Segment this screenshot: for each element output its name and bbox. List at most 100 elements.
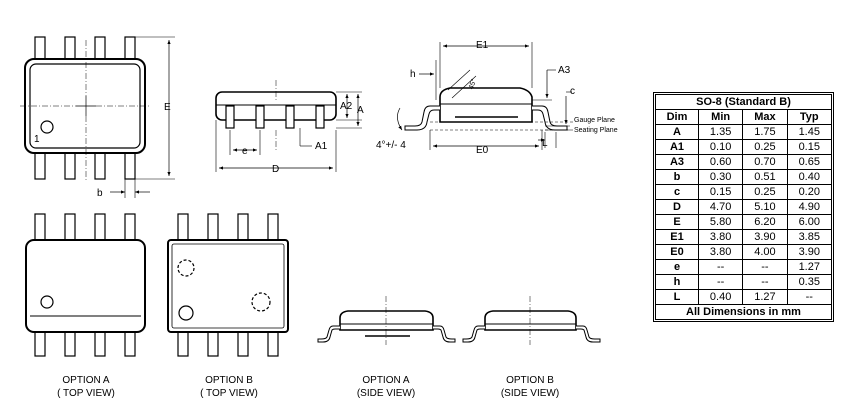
table-cell-dim: e xyxy=(655,259,699,275)
table-cell-value: 3.90 xyxy=(742,229,788,245)
table-cell-dim: h xyxy=(655,274,699,290)
caption-option-b-side-sub: (SIDE VIEW) xyxy=(501,388,559,399)
table-cell-value: 0.51 xyxy=(742,169,788,185)
caption-option-a-side: OPTION A xyxy=(362,375,410,386)
dim-label-A1: A1 xyxy=(315,141,328,152)
table-cell-value: 0.15 xyxy=(697,184,744,200)
table-row: e----1.27 xyxy=(655,259,833,275)
table-cell-value: 3.80 xyxy=(697,244,744,260)
option-a-top-view xyxy=(25,213,146,357)
table-cell-value: 1.75 xyxy=(742,124,788,140)
caption-option-a-top: OPTION A xyxy=(62,375,110,386)
table-cell-value: 1.45 xyxy=(786,124,833,140)
table-cell-dim: D xyxy=(655,199,699,215)
table-cell-value: 4.00 xyxy=(742,244,788,260)
table-header-row: Dim Min Max Typ xyxy=(655,109,833,125)
table-cell-value: 1.35 xyxy=(697,124,744,140)
table-cell-dim: A xyxy=(655,124,699,140)
caption-option-b-side: OPTION B xyxy=(506,375,554,386)
dim-label-A: A xyxy=(357,105,364,116)
table-cell-value: 4.90 xyxy=(786,199,833,215)
table-cell-value: 0.40 xyxy=(786,169,833,185)
caption-option-b-top-sub: ( TOP VIEW) xyxy=(200,388,258,399)
option-b-side-view xyxy=(462,296,601,345)
dim-label-E0: E0 xyxy=(476,145,489,156)
option-a-side-view xyxy=(317,296,456,345)
dim-label-A2: A2 xyxy=(340,101,353,112)
table-cell-value: 0.70 xyxy=(742,154,788,170)
table-cell-value: 0.40 xyxy=(697,289,744,305)
table-cell-value: 0.20 xyxy=(786,184,833,200)
pin1-label: 1 xyxy=(34,134,40,145)
caption-option-b-top: OPTION B xyxy=(205,375,253,386)
dim-label-e: e xyxy=(242,146,248,157)
dim-label-A3: A3 xyxy=(558,65,571,76)
table-cell-value: 0.10 xyxy=(697,139,744,155)
table-title-row: SO-8 (Standard B) xyxy=(655,94,832,110)
table-cell-value: 0.30 xyxy=(697,169,744,185)
dim-label-E1: E1 xyxy=(476,40,489,51)
angle-label: 4°+/- 4 xyxy=(376,140,406,151)
col-header-dim: Dim xyxy=(655,109,699,125)
table-row: h----0.35 xyxy=(655,274,833,290)
caption-option-a-top-sub: ( TOP VIEW) xyxy=(57,388,115,399)
table-cell-value: -- xyxy=(697,274,744,290)
side-view-length xyxy=(215,80,362,172)
caption-option-a-side-sub: (SIDE VIEW) xyxy=(357,388,415,399)
dim-label-c: c xyxy=(570,86,575,97)
table-cell-dim: A3 xyxy=(655,154,699,170)
table-cell-value: -- xyxy=(742,274,788,290)
col-header-max: Max xyxy=(742,109,788,125)
table-cell-value: 0.60 xyxy=(697,154,744,170)
table-footer-row: All Dimensions in mm xyxy=(655,304,832,320)
table-cell-value: 5.80 xyxy=(697,214,744,230)
table-cell-dim: c xyxy=(655,184,699,200)
table-title: SO-8 (Standard B) xyxy=(655,94,832,110)
angle-45-label: 45° xyxy=(467,78,478,91)
table-cell-value: 4.70 xyxy=(697,199,744,215)
table-cell-value: 0.65 xyxy=(786,154,833,170)
table-cell-value: 0.35 xyxy=(786,274,833,290)
table-cell-value: 3.80 xyxy=(697,229,744,245)
option-b-top-view xyxy=(167,213,289,357)
table-cell-value: 0.25 xyxy=(742,139,788,155)
table-cell-dim: E xyxy=(655,214,699,230)
end-view xyxy=(397,42,575,150)
table-cell-dim: A1 xyxy=(655,139,699,155)
table-cell-dim: L xyxy=(655,289,699,305)
table-footer: All Dimensions in mm xyxy=(655,304,832,320)
table-cell-value: -- xyxy=(786,289,833,305)
table-cell-dim: E0 xyxy=(655,244,699,260)
table-cell-value: 1.27 xyxy=(786,259,833,275)
table-cell-value: -- xyxy=(742,259,788,275)
table-cell-value: 3.85 xyxy=(786,229,833,245)
table-cell-value: 6.00 xyxy=(786,214,833,230)
seating-plane-label: Seating Plane xyxy=(574,127,618,134)
top-view-main xyxy=(20,36,175,198)
table-cell-dim: E1 xyxy=(655,229,699,245)
table-cell-value: 0.15 xyxy=(786,139,833,155)
table-cell-value: 3.90 xyxy=(786,244,833,260)
col-header-typ: Typ xyxy=(786,109,833,125)
dim-label-b: b xyxy=(97,188,103,199)
table-cell-value: 6.20 xyxy=(742,214,788,230)
dim-label-E: E xyxy=(164,102,171,113)
dim-label-D: D xyxy=(272,164,279,175)
dim-label-L: L xyxy=(542,138,548,149)
table-cell-value: 5.10 xyxy=(742,199,788,215)
dim-label-h: h xyxy=(410,69,416,80)
gauge-plane-label: Gauge Plane xyxy=(574,117,615,124)
table-cell-value: 1.27 xyxy=(742,289,788,305)
table-cell-value: -- xyxy=(697,259,744,275)
